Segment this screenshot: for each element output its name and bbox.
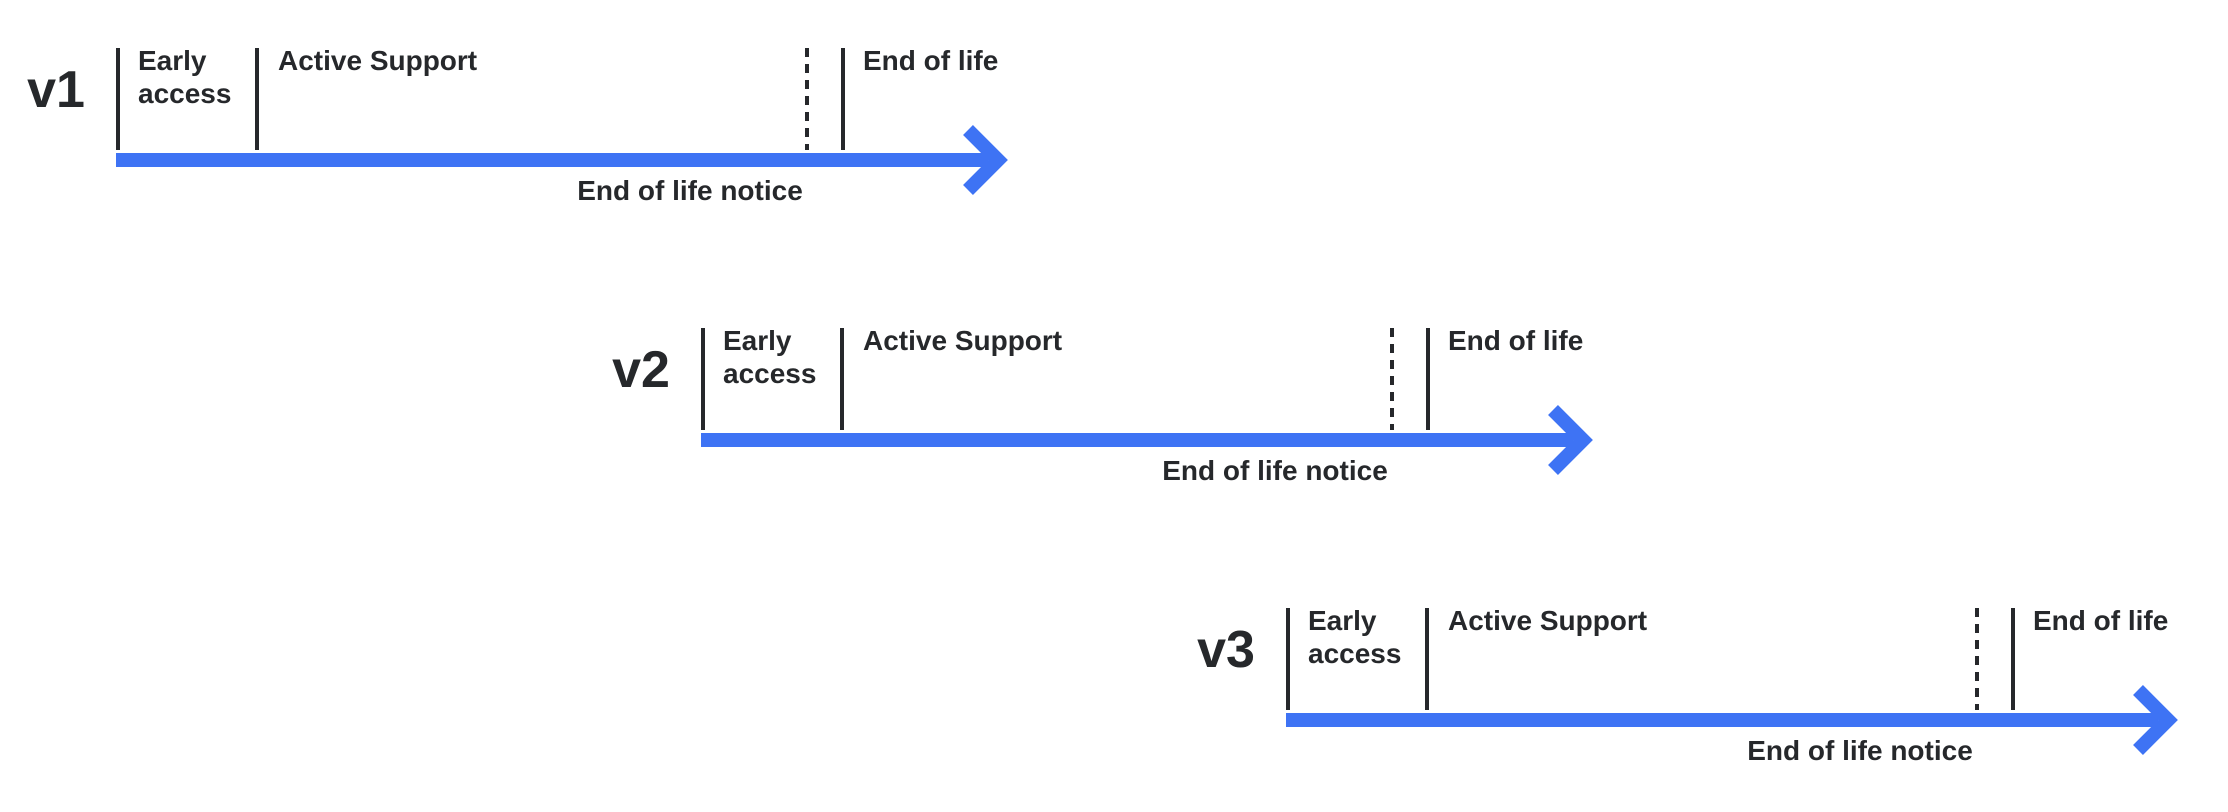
timeline-row-v2: v2 Early access Active Support End of li… [585, 280, 1615, 512]
timeline-row-v1: v1 Early access Active Support End of li… [0, 0, 1030, 232]
phase-label-active-support: Active Support [863, 325, 1063, 356]
phase-label-early-access: Early access [1308, 605, 1402, 669]
arrow-head-icon [2133, 685, 2178, 755]
tick-early-access-start [1286, 608, 1290, 710]
end-of-life-notice-label: End of life notice [577, 175, 803, 206]
end-of-life-notice-label: End of life notice [1747, 735, 1973, 766]
phase-label-early-access: Early access [138, 45, 232, 109]
version-label: v3 [1197, 621, 1255, 679]
phase-label-early-access: Early access [723, 325, 817, 389]
tick-early-access-start [701, 328, 705, 430]
end-of-life-notice-label: End of life notice [1162, 455, 1388, 486]
tick-eol-notice-dashed [805, 48, 809, 150]
timeline-arrow [701, 405, 1593, 475]
tick-active-support-start [1425, 608, 1429, 710]
tick-end-of-life [2011, 608, 2015, 710]
arrow-head-icon [1548, 405, 1593, 475]
timeline-arrow [1286, 685, 2178, 755]
tick-eol-notice-dashed [1390, 328, 1394, 430]
arrow-head-icon [963, 125, 1008, 195]
timeline-row-v3: v3 Early access Active Support End of li… [1170, 560, 2200, 792]
phase-label-active-support: Active Support [1448, 605, 1648, 636]
phase-label-active-support: Active Support [278, 45, 478, 76]
version-label: v1 [27, 61, 85, 119]
phase-label-end-of-life: End of life [2033, 605, 2169, 636]
version-label: v2 [612, 341, 670, 399]
timeline-arrow [116, 125, 1008, 195]
tick-active-support-start [840, 328, 844, 430]
tick-end-of-life [1426, 328, 1430, 430]
tick-end-of-life [841, 48, 845, 150]
phase-label-end-of-life: End of life [863, 45, 999, 76]
phase-label-end-of-life: End of life [1448, 325, 1584, 356]
tick-active-support-start [255, 48, 259, 150]
tick-early-access-start [116, 48, 120, 150]
tick-eol-notice-dashed [1975, 608, 1979, 710]
